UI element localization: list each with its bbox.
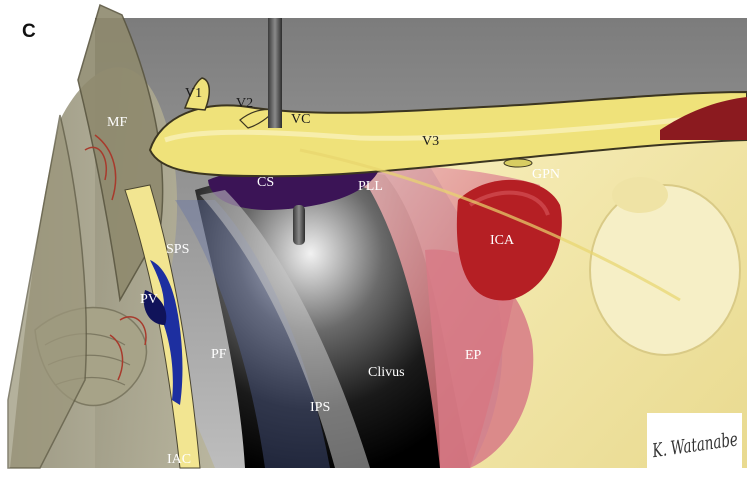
venous-plexus bbox=[150, 260, 183, 405]
label-v3: V3 bbox=[422, 134, 439, 149]
bone-eminence-small bbox=[612, 177, 668, 213]
label-v1: V1 bbox=[185, 86, 202, 101]
label-pll: PLL bbox=[358, 179, 383, 194]
panel-letter: C bbox=[22, 21, 36, 42]
nerve-highlight bbox=[164, 115, 701, 143]
inferior-petrosal-sinus-band bbox=[175, 200, 330, 468]
label-ica: ICA bbox=[490, 233, 515, 248]
label-clivus: Clivus bbox=[368, 365, 405, 380]
label-sps: SPS bbox=[166, 242, 189, 257]
v3-artery-segment bbox=[660, 97, 747, 140]
label-v2: V2 bbox=[236, 96, 253, 111]
ep-lobe bbox=[425, 249, 534, 468]
surgical-instrument-tip bbox=[293, 205, 305, 245]
sps-channel bbox=[124, 184, 201, 469]
surgical-instrument-rod bbox=[268, 18, 282, 128]
label-vc: VC bbox=[291, 112, 310, 127]
cortical-vessels bbox=[84, 134, 147, 381]
temporal-lobe-flap bbox=[7, 114, 88, 469]
petroclival-wedge bbox=[200, 190, 370, 468]
bone-eminence bbox=[589, 184, 741, 356]
trigeminal-nerve bbox=[148, 90, 747, 178]
greater-petrosal-nerve bbox=[503, 158, 533, 168]
label-ips: IPS bbox=[310, 400, 330, 415]
label-pf: PF bbox=[211, 347, 227, 362]
label-pv: PV bbox=[140, 292, 158, 307]
label-cs: CS bbox=[257, 175, 274, 190]
signature-box bbox=[647, 413, 742, 473]
label-iac: IAC bbox=[167, 452, 191, 467]
label-gpn: GPN bbox=[532, 167, 560, 182]
label-ep: EP bbox=[465, 348, 482, 363]
label-mf: MF bbox=[107, 115, 127, 130]
internal-carotid-artery bbox=[456, 179, 562, 301]
v1-branch bbox=[183, 77, 210, 111]
ica-highlight bbox=[468, 190, 550, 216]
petrosal-vein bbox=[143, 290, 167, 325]
nerve-edge-line bbox=[299, 148, 681, 302]
